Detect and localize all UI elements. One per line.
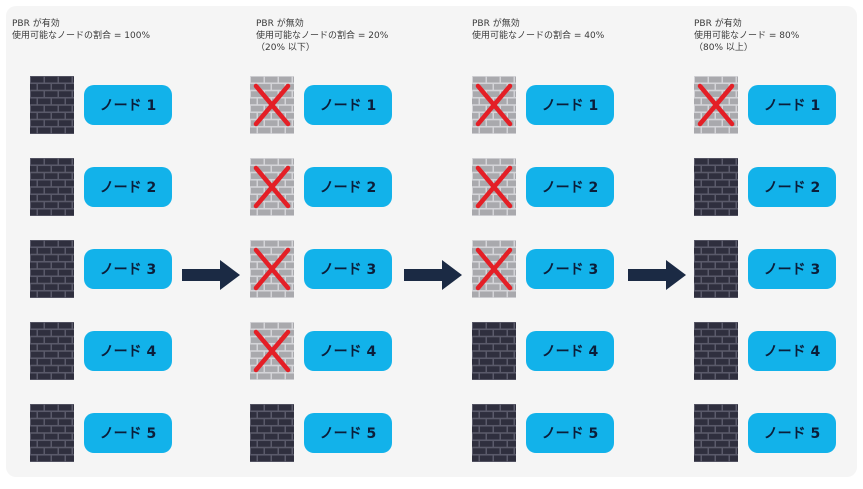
column-header-3: PBR が無効使用可能なノードの割合 = 40% [472, 18, 604, 42]
node-label-box: ノード 4 [748, 331, 836, 371]
firewall-icon [472, 158, 516, 216]
firewall-icon [472, 404, 516, 462]
column-header-line: （80% 以上） [694, 43, 753, 53]
column-header-line: PBR が無効 [256, 19, 304, 29]
column-header-2: PBR が無効使用可能なノードの割合 = 20% （20% 以下） [256, 18, 388, 54]
firewall-icon [250, 322, 294, 380]
firewall-icon [250, 404, 294, 462]
column-header-line: 使用可能なノード = 80% [694, 31, 800, 41]
node-label-box: ノード 3 [748, 249, 836, 289]
firewall-icon [30, 158, 74, 216]
node-label-box: ノード 2 [84, 167, 172, 207]
firewall-icon [694, 322, 738, 380]
firewall-icon [30, 240, 74, 298]
node-label-box: ノード 5 [526, 413, 614, 453]
firewall-icon [30, 322, 74, 380]
failure-x-icon [253, 83, 291, 127]
column-header-line: 使用可能なノードの割合 = 100% [12, 31, 150, 41]
node-label-box: ノード 2 [748, 167, 836, 207]
firewall-icon [30, 76, 74, 134]
column-header-line: （20% 以下） [256, 43, 315, 53]
column-header-line: PBR が有効 [694, 19, 742, 29]
firewall-icon [472, 240, 516, 298]
node-label-box: ノード 5 [748, 413, 836, 453]
column-header-line: 使用可能なノードの割合 = 40% [472, 31, 605, 41]
node-label-box: ノード 3 [526, 249, 614, 289]
node-label-box: ノード 2 [526, 167, 614, 207]
failure-x-icon [253, 165, 291, 209]
column-header-4: PBR が有効使用可能なノード = 80% （80% 以上） [694, 18, 799, 54]
firewall-icon [694, 240, 738, 298]
right-arrow-icon [182, 260, 240, 290]
column-header-line: PBR が無効 [472, 19, 520, 29]
firewall-icon [30, 404, 74, 462]
firewall-icon [694, 158, 738, 216]
right-arrow-icon [628, 260, 686, 290]
firewall-icon [250, 76, 294, 134]
node-label-box: ノード 4 [84, 331, 172, 371]
failure-x-icon [253, 247, 291, 291]
right-arrow-icon [404, 260, 462, 290]
firewall-icon [694, 76, 738, 134]
failure-x-icon [253, 329, 291, 373]
failure-x-icon [697, 83, 735, 127]
node-label-box: ノード 4 [304, 331, 392, 371]
node-label-box: ノード 1 [84, 85, 172, 125]
firewall-icon [472, 322, 516, 380]
pbr-node-availability-diagram: PBR が有効使用可能なノードの割合 = 100% ノード 1 ノード 2 ノード 3… [6, 6, 857, 477]
node-label-box: ノード 4 [526, 331, 614, 371]
firewall-icon [250, 158, 294, 216]
firewall-icon [694, 404, 738, 462]
failure-x-icon [475, 165, 513, 209]
failure-x-icon [475, 247, 513, 291]
firewall-icon [472, 76, 516, 134]
firewall-icon [250, 240, 294, 298]
node-label-box: ノード 2 [304, 167, 392, 207]
node-label-box: ノード 1 [526, 85, 614, 125]
column-header-1: PBR が有効使用可能なノードの割合 = 100% [12, 18, 150, 42]
node-label-box: ノード 3 [84, 249, 172, 289]
column-header-line: PBR が有効 [12, 19, 60, 29]
failure-x-icon [475, 83, 513, 127]
node-label-box: ノード 5 [304, 413, 392, 453]
node-label-box: ノード 1 [748, 85, 836, 125]
column-header-line: 使用可能なノードの割合 = 20% [256, 31, 389, 41]
node-label-box: ノード 3 [304, 249, 392, 289]
node-label-box: ノード 5 [84, 413, 172, 453]
node-label-box: ノード 1 [304, 85, 392, 125]
